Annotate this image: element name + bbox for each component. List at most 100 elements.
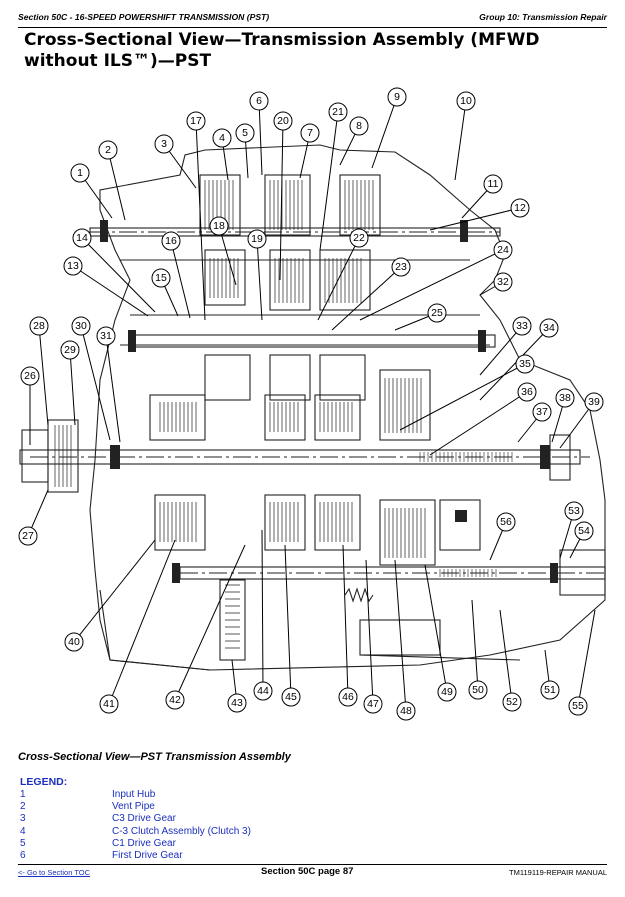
callout-21: [328, 102, 348, 122]
callout-number: 14: [76, 232, 88, 244]
callout-number: 1: [77, 167, 83, 179]
callout-number: 22: [353, 232, 365, 244]
callout-number: 38: [559, 392, 571, 404]
callout-number: 36: [521, 386, 533, 398]
callouts: [18, 87, 604, 721]
callout-number: 32: [497, 276, 509, 288]
section-title: Section 50C - 16-SPEED POWERSHIFT TRANSM…: [18, 12, 270, 22]
legend-number: 3: [20, 813, 26, 825]
callout-number: 33: [516, 320, 528, 332]
callout-number: 41: [103, 698, 115, 710]
callout-38: [555, 388, 575, 408]
callout-number: 29: [64, 344, 76, 356]
legend-label: C3 Drive Gear: [112, 813, 176, 825]
callout-29: [60, 340, 80, 360]
callout-number: 5: [242, 127, 248, 139]
page-number: Section 50C page 87: [261, 866, 354, 877]
callout-48: [396, 701, 416, 721]
callout-number: 45: [285, 691, 297, 703]
legend-number: 4: [20, 825, 26, 837]
callout-45: [281, 687, 301, 707]
callout-44: [253, 681, 273, 701]
callout-51: [540, 680, 560, 700]
legend-label: Vent Pipe: [112, 801, 155, 813]
callout-number: 7: [307, 127, 313, 139]
callout-30: [71, 316, 91, 336]
callout-number: 46: [342, 691, 354, 703]
legend-label: Input Hub: [112, 789, 156, 800]
callout-number: 10: [460, 95, 472, 107]
callout-number: 49: [441, 686, 453, 698]
callout-10: [456, 91, 476, 111]
callout-number: 9: [394, 91, 400, 103]
callout-number: 8: [356, 120, 362, 132]
callout-12: [510, 198, 530, 218]
callout-23: [391, 257, 411, 277]
callout-number: 18: [213, 220, 225, 232]
callout-number: 4: [219, 132, 225, 144]
callout-number: 42: [169, 694, 181, 706]
callout-number: 48: [400, 705, 412, 717]
callout-56: [496, 512, 516, 532]
callout-number: 27: [22, 530, 34, 542]
callout-number: 3: [161, 138, 167, 150]
callout-number: 6: [256, 95, 262, 107]
legend-number: 2: [20, 801, 26, 813]
callout-1: [70, 163, 90, 183]
callout-24: [493, 240, 513, 260]
callout-number: 17: [190, 115, 202, 127]
callout-8: [349, 116, 369, 136]
callout-2: [98, 140, 118, 160]
callout-number: 54: [578, 525, 590, 537]
callout-leaders: [27, 96, 596, 712]
callout-3: [154, 134, 174, 154]
page-header: Section 50C - 16-SPEED POWERSHIFT TRANSM…: [18, 12, 607, 26]
group-title: Group 10: Transmission Repair: [479, 12, 607, 22]
callout-53: [564, 501, 584, 521]
callout-number: 31: [100, 330, 112, 342]
callout-47: [363, 694, 383, 714]
legend-number: 5: [20, 837, 26, 849]
callout-7: [300, 123, 320, 143]
callout-number: 24: [497, 244, 509, 256]
callout-number: 34: [543, 322, 555, 334]
callout-number: 47: [367, 698, 379, 710]
callout-number: 25: [431, 307, 443, 319]
callout-14: [72, 228, 92, 248]
callout-number: 19: [251, 233, 263, 245]
callout-number: 30: [75, 320, 87, 332]
callout-43: [227, 693, 247, 713]
legend-number: 1: [20, 789, 26, 800]
callout-number: 11: [488, 178, 499, 190]
callout-39: [584, 392, 604, 412]
callout-16: [161, 231, 181, 251]
callout-number: 21: [332, 106, 344, 118]
page-footer: <- Go to Section TOC Section 50C page 87…: [18, 866, 607, 880]
callout-number: 44: [257, 685, 269, 697]
callout-number: 52: [506, 696, 518, 708]
section-toc-link[interactable]: <- Go to Section TOC: [18, 868, 91, 877]
manual-id: TM119119-REPAIR MANUAL: [509, 868, 607, 877]
callout-49: [437, 682, 457, 702]
drawing-linework: [19, 144, 606, 671]
figure-caption: Cross-Sectional View—PST Transmission As…: [18, 751, 291, 763]
callout-25: [427, 303, 447, 323]
callout-number: 53: [568, 505, 580, 517]
legend-label: First Drive Gear: [112, 849, 183, 861]
page-title: Cross-Sectional View—Transmission Assemb…: [24, 30, 540, 71]
callout-6: [249, 91, 269, 111]
callout-20: [273, 111, 293, 131]
legend-label: C1 Drive Gear: [112, 837, 176, 849]
callout-number: 55: [572, 700, 584, 712]
callout-28: [29, 316, 49, 336]
callout-50: [468, 680, 488, 700]
legend-item: 2 Vent Pipe: [20, 801, 420, 813]
footer-rule: [18, 864, 607, 865]
callout-37: [532, 402, 552, 422]
legend-title: LEGEND:: [20, 776, 68, 788]
callout-11: [483, 174, 503, 194]
callout-13: [63, 256, 83, 276]
